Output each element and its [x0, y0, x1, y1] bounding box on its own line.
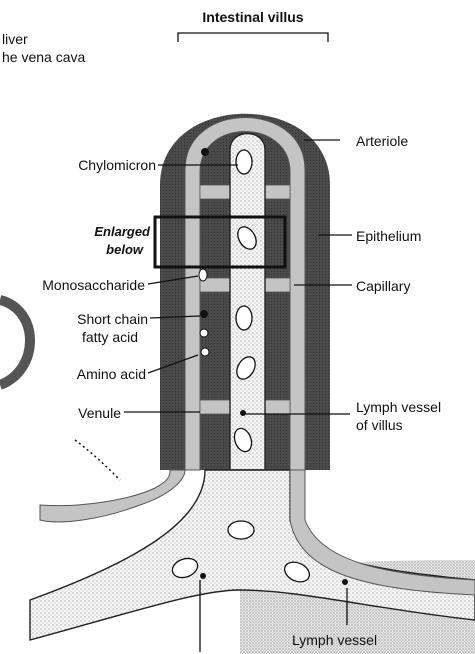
amino-acid-dot-2 [201, 348, 209, 356]
venule-branch [40, 470, 185, 522]
label-amino-acid: Amino acid [77, 366, 146, 382]
label-short-chain: Short chain [77, 311, 148, 327]
label-venule: Venule [78, 405, 121, 421]
label-monosaccharide: Monosaccharide [42, 277, 145, 293]
fatty-acid-dot [200, 310, 208, 318]
label-lymph-vessel-villus: Lymph vessel [356, 399, 441, 415]
label-epithelium: Epithelium [356, 228, 421, 244]
label-enlarged: Enlarged [94, 224, 151, 239]
label-chylomicron: Chylomicron [78, 157, 156, 173]
label-vena-cava: he vena cava [2, 49, 85, 65]
label-fatty-acid: fatty acid [82, 329, 138, 345]
label-liver: liver [2, 31, 28, 47]
lymph-dot [240, 410, 246, 416]
chylomicron-dot [201, 148, 209, 156]
monosaccharide-dot [199, 269, 207, 281]
diagram-title: Intestinal villus [202, 9, 303, 25]
lymph-dot [200, 573, 206, 579]
label-capillary: Capillary [356, 278, 410, 294]
label-of-villus: of villus [356, 417, 403, 433]
label-below: below [106, 242, 144, 257]
label-arteriole: Arteriole [356, 133, 408, 149]
title-bracket [178, 33, 328, 42]
left-vessel-loop [0, 300, 30, 385]
amino-acid-dot-1 [200, 329, 208, 337]
lymph-dot [342, 579, 348, 585]
dotted-path [75, 440, 120, 480]
label-lymph-vessel: Lymph vessel [292, 632, 377, 648]
lacteal [230, 134, 265, 471]
